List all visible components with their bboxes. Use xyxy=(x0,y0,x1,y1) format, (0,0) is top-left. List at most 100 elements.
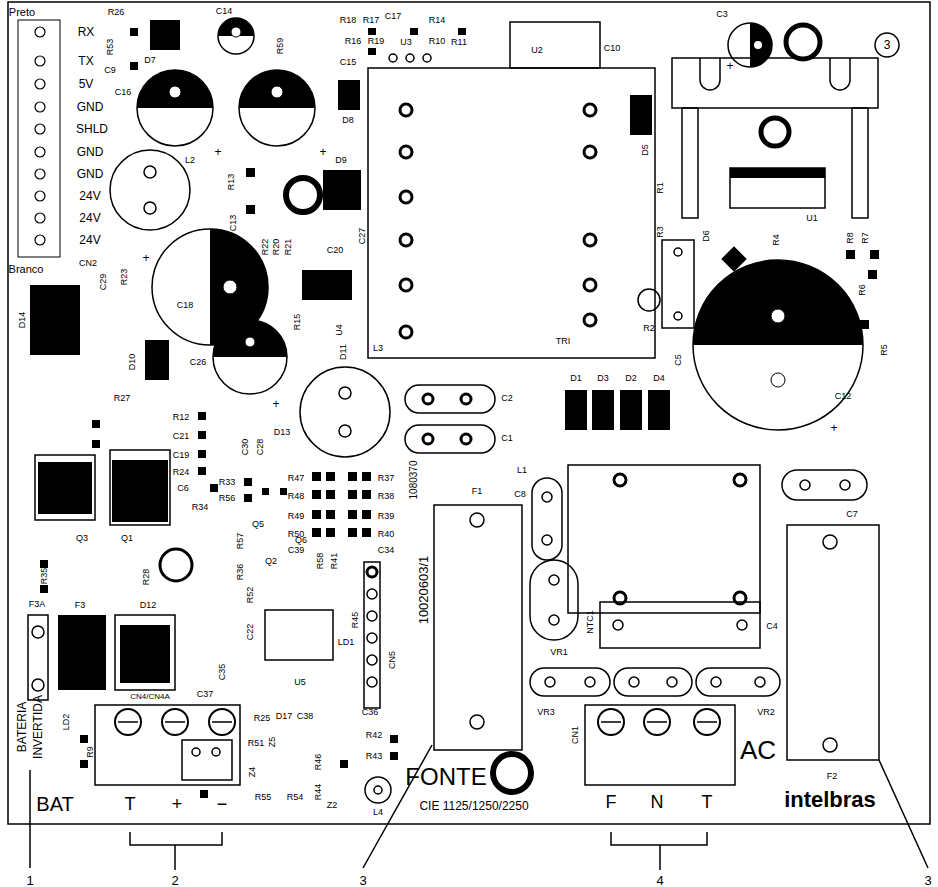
pcb-outline xyxy=(323,170,361,210)
pcb-outline xyxy=(286,178,320,212)
pcb-outline xyxy=(786,25,820,59)
callout-number: 1 xyxy=(26,874,33,887)
pcb-outline xyxy=(598,709,720,735)
pcb-outline xyxy=(348,510,357,519)
pcb-outline xyxy=(192,748,200,756)
silkscreen-label: D13 xyxy=(274,428,291,437)
pin-name: SHLD xyxy=(76,123,108,135)
pcb-outline xyxy=(271,86,283,98)
brand-logo: intelbras xyxy=(784,789,876,811)
pin-name: 5V xyxy=(79,78,94,90)
silkscreen-label: R38 xyxy=(378,492,395,501)
pcb-outline xyxy=(312,490,321,499)
pcb-outline xyxy=(613,620,623,630)
pcb-outline xyxy=(614,668,692,696)
silkscreen-label: R24 xyxy=(173,468,190,477)
silkscreen-label: R7 xyxy=(861,232,870,244)
silkscreen-label: VR2 xyxy=(757,708,775,717)
pcb-outline xyxy=(434,505,522,750)
silkscreen-label: CIE 1125/1250/2250 xyxy=(419,800,528,812)
silkscreen-label: Q6 xyxy=(295,536,307,545)
silkscreen-label: R48 xyxy=(288,492,305,501)
silkscreen-label: R45 xyxy=(351,612,360,629)
pcb-outline xyxy=(771,373,785,387)
pcb-outline xyxy=(565,390,587,430)
silkscreen-label: R56 xyxy=(219,494,236,503)
silkscreen-label: C39 xyxy=(288,546,305,555)
pcb-outline xyxy=(585,677,595,687)
pcb-outline xyxy=(674,312,682,320)
pcb-outline xyxy=(367,567,377,577)
pcb-outline xyxy=(213,320,287,357)
pcb-outline xyxy=(244,494,252,502)
pcb-outline xyxy=(120,625,170,683)
silkscreen-label: Preto xyxy=(9,7,35,18)
pcb-outline xyxy=(80,760,88,768)
pcb-outline xyxy=(218,18,254,54)
pcb-outline xyxy=(265,610,333,660)
silkscreen-label: C18 xyxy=(177,301,194,310)
pcb-outline xyxy=(601,721,717,723)
pcb-outline xyxy=(130,28,138,36)
pcb-outline xyxy=(737,620,747,630)
silkscreen-label: CN1 xyxy=(571,726,580,744)
pcb-outline xyxy=(400,191,412,203)
silkscreen-label: CN5 xyxy=(388,651,397,669)
pcb-outline xyxy=(823,738,837,752)
silkscreen-label: CN2 xyxy=(79,259,97,268)
pcb-outline xyxy=(35,455,95,520)
pcb-outline xyxy=(630,95,652,135)
pcb-outline xyxy=(210,484,218,492)
pcb-outline xyxy=(367,633,377,643)
pcb-outline xyxy=(585,705,735,785)
pin-name: RX xyxy=(78,26,95,38)
pcb-outline xyxy=(35,147,45,157)
smd-pads xyxy=(40,28,879,798)
silkscreen-label: C9 xyxy=(104,66,116,75)
pcb-outline xyxy=(92,440,100,448)
pin-name: GND xyxy=(77,168,104,180)
silkscreen-label: VR3 xyxy=(537,708,555,717)
silkscreen-label: R40 xyxy=(378,530,395,539)
pcb-outline xyxy=(364,562,380,708)
pcb-outline xyxy=(545,677,765,687)
pcb-outline xyxy=(326,490,335,499)
silkscreen-label: NTC1 xyxy=(586,610,595,634)
pcb-outline xyxy=(734,474,746,486)
pcb-outline xyxy=(584,104,596,116)
pcb-outline xyxy=(362,528,371,537)
pcb-outline xyxy=(150,20,180,50)
silkscreen-label: R39 xyxy=(378,512,395,521)
pcb-outline xyxy=(35,27,45,245)
silkscreen-label: C29 xyxy=(99,274,108,291)
polarity-mark: + xyxy=(142,252,149,264)
silkscreen-label: R51 xyxy=(248,739,265,748)
silkscreen-label: U2 xyxy=(531,46,543,55)
silkscreen-label: R55 xyxy=(255,793,272,802)
pcb-outline xyxy=(223,280,237,294)
pcb-outline xyxy=(870,250,879,259)
pcb-outline xyxy=(638,289,660,311)
pcb-outline xyxy=(365,777,391,803)
pcb-outline xyxy=(144,166,156,178)
pcb-outline xyxy=(35,27,45,37)
silkscreen-label: 10020603/1 xyxy=(417,556,430,625)
pcb-outline xyxy=(470,715,484,729)
pcb-outline xyxy=(728,23,772,67)
pcb-outline xyxy=(400,326,412,338)
silkscreen-label: C17 xyxy=(385,12,402,21)
pcb-outline xyxy=(35,79,45,89)
pcb-outline xyxy=(400,279,412,291)
pcb-outline xyxy=(674,248,682,256)
pcb-outline xyxy=(400,234,412,246)
pcb-outline xyxy=(326,528,335,537)
silkscreen-label: R54 xyxy=(287,793,304,802)
callout-number: 3 xyxy=(924,874,931,887)
silkscreen-label: R13 xyxy=(227,174,236,191)
pcb-outline xyxy=(755,677,765,687)
pcb-outline xyxy=(368,68,655,358)
callout-number: 2 xyxy=(171,874,178,887)
pcb-outline xyxy=(458,28,466,35)
pcb-outline xyxy=(130,832,222,870)
